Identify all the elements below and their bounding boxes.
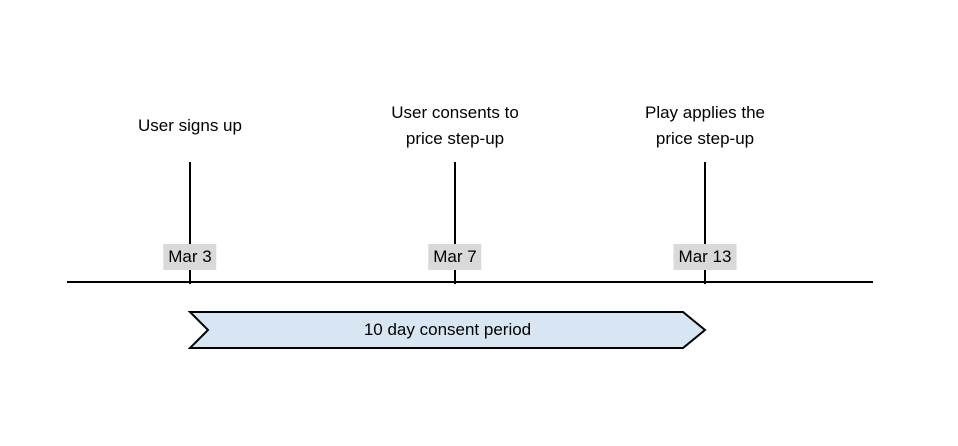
chevron-shape (188, 311, 707, 349)
consent-period-banner (188, 311, 707, 349)
event-tick-line (189, 162, 191, 284)
event-tick-line (454, 162, 456, 284)
timeline-axis (67, 281, 873, 283)
event-title: Play applies the price step-up (644, 103, 766, 148)
event-title: User consents to price step-up (391, 103, 519, 148)
event-date-label: Mar 3 (163, 244, 217, 270)
event-tick-line (704, 162, 706, 284)
event-date-label: Mar 7 (428, 244, 482, 270)
consent-period-label: 10 day consent period (363, 320, 532, 339)
event-title: User signs up (138, 116, 242, 135)
event-date-label: Mar 13 (673, 244, 737, 270)
